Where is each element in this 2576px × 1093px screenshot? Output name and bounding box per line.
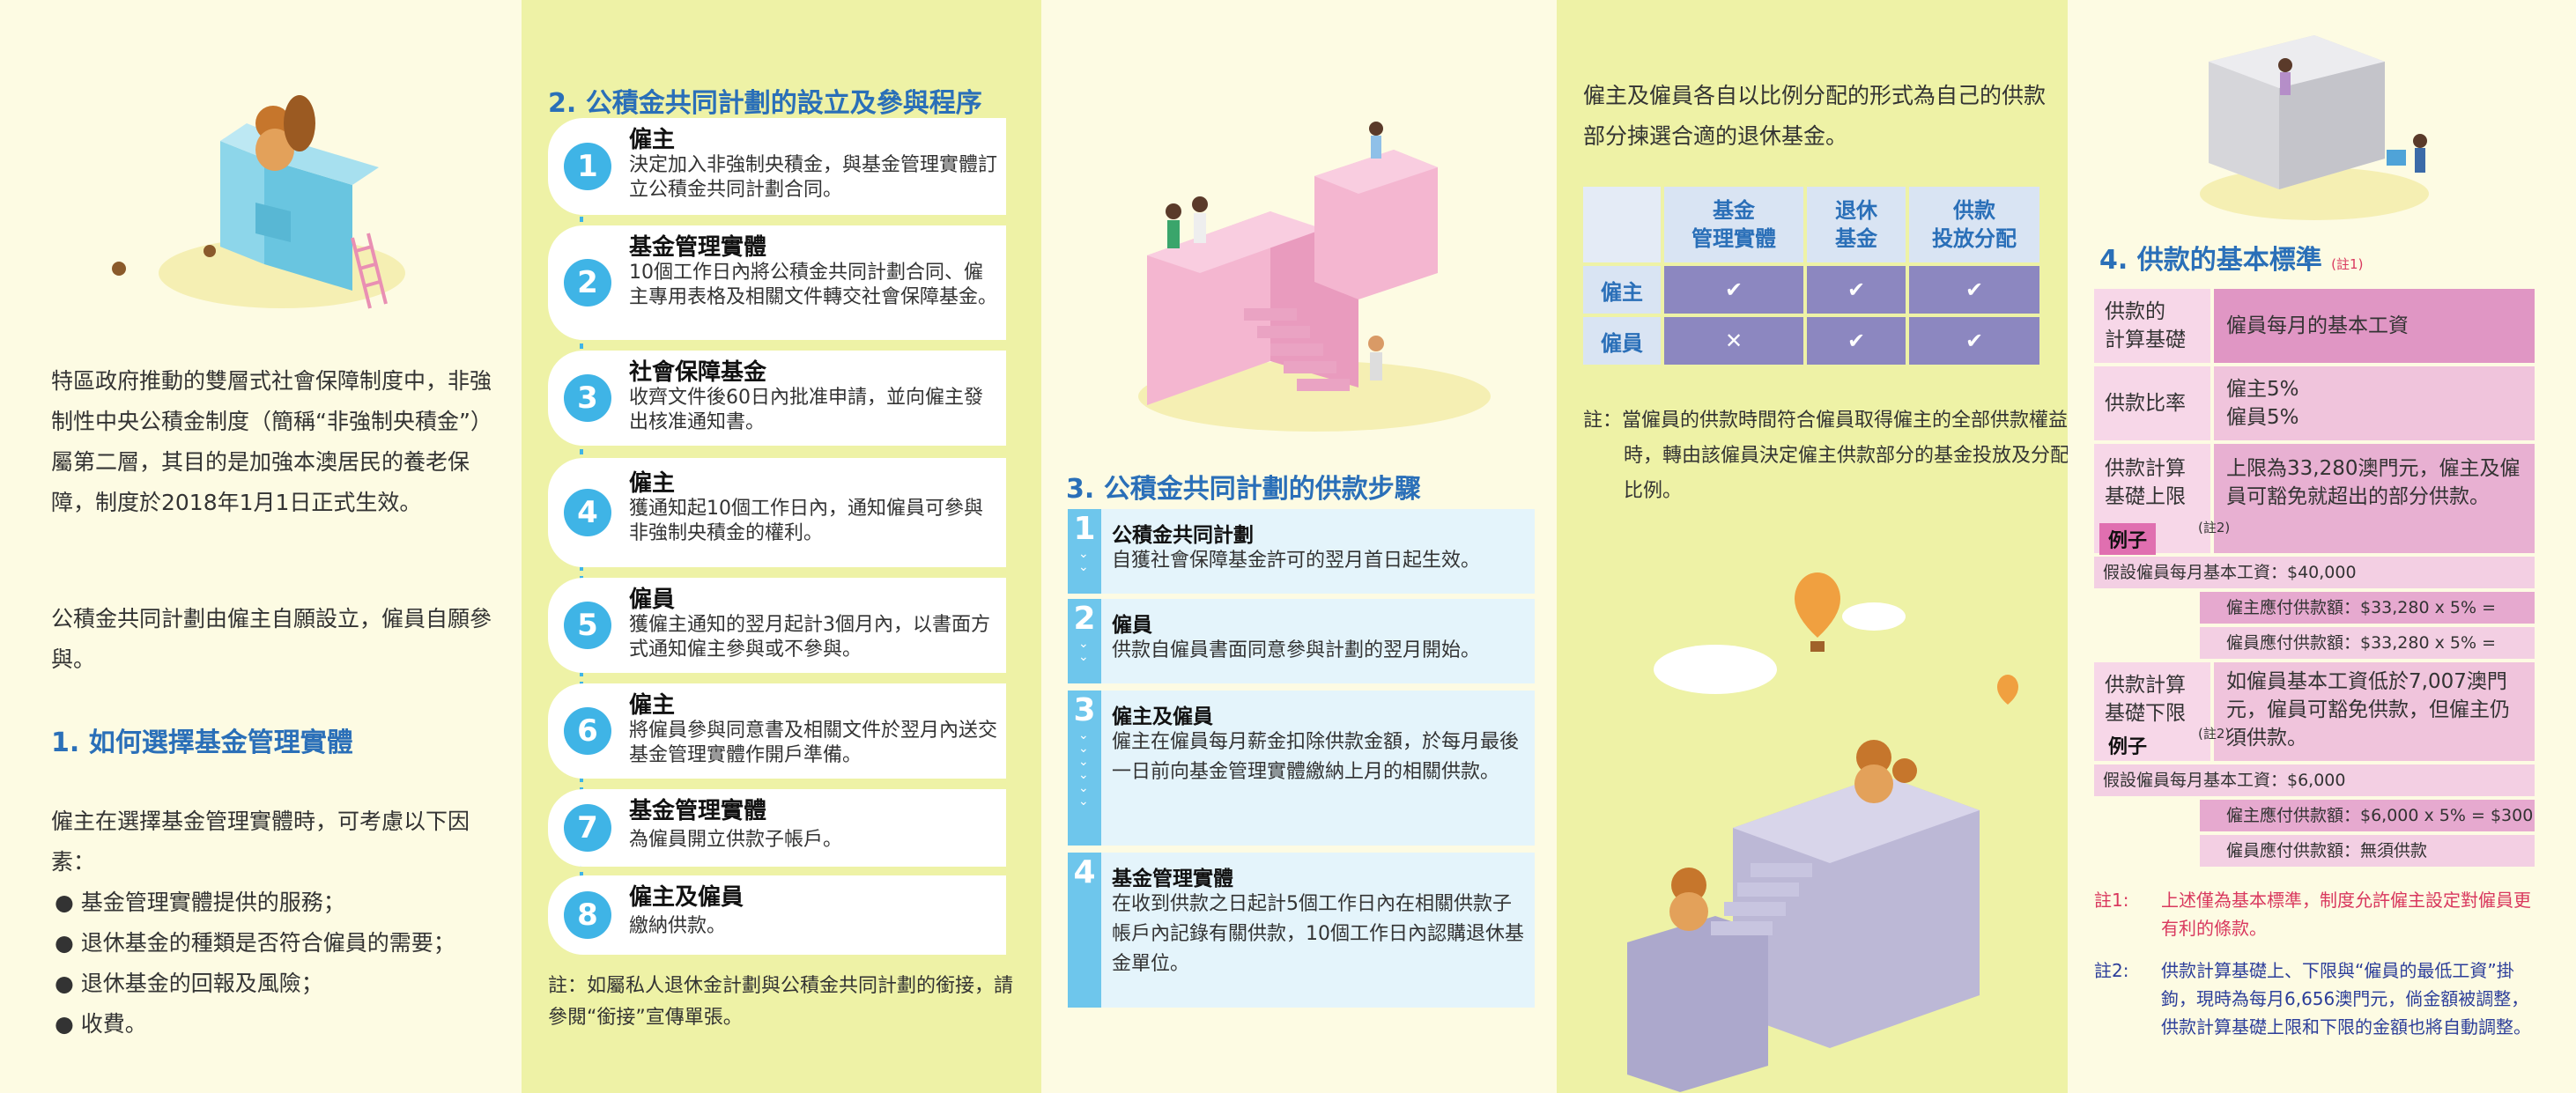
table-row: 僱主 ✔ ✔ ✔: [1583, 266, 2039, 314]
row-upper-limit: 供款計算 基礎上限 上限為33,280澳門元，僱主及僱員可豁免就超出的部分供款。: [2094, 444, 2535, 553]
check-icon: ✔: [1909, 317, 2039, 365]
list-item: ● 退休基金的回報及風險；: [55, 971, 323, 996]
fund-choice-intro: 僱主及僱員各自以比例分配的形式為自己的供款部分揀選合適的退休基金。: [1583, 83, 2047, 149]
squirrels-stairs-illustration: [1627, 572, 2018, 1092]
contribution-step: 4 基金管理實體 在收到供款之日起計5個工作日內在相關供款子帳戶內記錄有關供款，…: [1068, 853, 1535, 1008]
intro-paragraph: 特區政府推動的雙層式社會保障制度中，非強制性中央公積金制度（簡稱“非強制央積金”…: [51, 368, 492, 515]
row-basis: 供款的 計算基礎 僱員每月的基本工資: [2094, 289, 2535, 363]
intro-paragraph-2: 公積金共同計劃由僱主自願設立，僱員自願參與。: [51, 606, 492, 672]
section-4-title: 4. 供款的基本標準 (註1): [2099, 245, 2364, 276]
procedure-step: 4 僱主 獲通知起10個工作日內，通知僱員可參與非強制央積金的權利。: [548, 458, 1006, 567]
list-item: ● 收費。: [55, 1011, 147, 1037]
procedure-step: 8 僱主及僱員 繳納供款。: [548, 875, 1006, 955]
section-3-title: 3. 公積金共同計劃的供款步驟: [1066, 474, 1421, 505]
section-2-title: 2. 公積金共同計劃的設立及參與程序: [548, 88, 982, 119]
procedure-step: 1 僱主 決定加入非強制央積金，與基金管理實體訂立公積金共同計劃合同。: [548, 118, 1006, 215]
procedure-step: 6 僱主 將僱員參與同意書及相關文件於翌月內送交基金管理實體作開戶準備。: [548, 683, 1006, 779]
section-1-lead: 僱主在選擇基金管理實體時，可考慮以下因素：: [51, 809, 470, 875]
col-header-allocation: 供款 投放分配: [1909, 187, 2039, 262]
panel-fund-choice: 僱主及僱員各自以比例分配的形式為自己的供款部分揀選合適的退休基金。 基金 管理實…: [1557, 0, 2069, 1093]
pink-stairs-illustration: [1138, 122, 1491, 432]
procedure-step: 5 僱員 獲僱主通知的翌月起計3個月內，以書面方式通知僱主參與或不參與。: [548, 578, 1006, 673]
row-lower-limit: 供款計算 基礎下限 如僱員基本工資低於7,007澳門元，僱員可豁免供款，但僱主仍…: [2094, 662, 2535, 761]
procedure-note: 註：如屬私人退休金計劃與公積金共同計劃的銜接，請參閱“銜接”宣傳單張。: [548, 975, 1014, 1029]
col-header-retirement-fund: 退休 基金: [1807, 187, 1906, 262]
procedure-step: 7 基金管理實體 為僱員開立供款子帳戶。: [548, 789, 1006, 867]
check-icon: ✔: [1909, 266, 2039, 314]
note-1: 上述僅為基本標準，制度允許僱主設定對僱員更有利的條款。: [2161, 890, 2531, 939]
check-icon: ✔: [1664, 266, 1803, 314]
note-2: 供款計算基礎上、下限與“僱員的最低工資”掛鉤，現時為每月6,656澳門元，倘金額…: [2161, 960, 2531, 1038]
col-header-fund-manager: 基金 管理實體: [1664, 187, 1803, 262]
procedure-step: 2 基金管理實體 10個工作日內將公積金共同計劃合同、僱主專用表格及相關文件轉交…: [548, 225, 1006, 340]
example-tag: 例子: [2108, 736, 2148, 758]
contribution-step: 2 ⌄⌄ 僱員 供款自僱員書面同意參與計劃的翌月開始。: [1068, 599, 1535, 683]
fund-choice-note: 註：當僱員的供款時間符合僱員取得僱主的全部供款權益時，轉由該僱員決定僱主供款部分…: [1583, 410, 2070, 502]
factor-list: ● 基金管理實體提供的服務； ● 退休基金的種類是否符合僱員的需要； ● 退休基…: [55, 883, 513, 1045]
example-tag: 例子: [2099, 523, 2157, 555]
list-item: ● 基金管理實體提供的服務；: [55, 890, 345, 915]
note-1-tag: 註1:: [2094, 890, 2129, 911]
check-icon: ✔: [1807, 266, 1906, 314]
list-item: ● 退休基金的種類是否符合僱員的需要；: [55, 930, 455, 956]
panel-intro: 特區政府推動的雙層式社會保障制度中，非強制性中央公積金制度（簡稱“非強制央積金”…: [0, 0, 522, 1093]
section-1-title: 1. 如何選擇基金管理實體: [51, 727, 353, 758]
squirrel-cube-illustration: [112, 95, 405, 309]
fund-choice-table: 基金 管理實體 退休 基金 供款 投放分配 僱主 ✔ ✔ ✔ 僱員 ✕ ✔ ✔: [1580, 183, 2043, 368]
contribution-step: 1 ⌄⌄ 公積金共同計劃 自獲社會保障基金許可的翌月首日起生效。: [1068, 509, 1535, 594]
cross-icon: ✕: [1664, 317, 1803, 365]
check-icon: ✔: [1807, 317, 1906, 365]
panel-contribution-steps: 3. 公積金共同計劃的供款步驟 1 ⌄⌄ 公積金共同計劃 自獲社會保障基金許可的…: [1041, 0, 1557, 1093]
row-rate: 供款比率 僱主5% 僱員5%: [2094, 366, 2535, 440]
note-2-tag: 註2:: [2094, 960, 2129, 981]
procedure-step: 3 社會保障基金 收齊文件後60日內批准申請，並向僱主發出核准通知書。: [548, 351, 1006, 446]
panel-standards: 4. 供款的基本標準 (註1) 供款的 計算基礎 僱員每月的基本工資 供款比率 …: [2068, 0, 2576, 1093]
panel-procedure: 2. 公積金共同計劃的設立及參與程序 1 僱主 決定加入非強制央積金，與基金管理…: [522, 0, 1041, 1093]
table-row: 僱員 ✕ ✔ ✔: [1583, 317, 2039, 365]
cube-people-illustration: [2200, 35, 2429, 220]
contribution-step: 3 ⌄⌄⌄⌄⌄⌄ 僱主及僱員 僱主在僱員每月薪金扣除供款金額，於每月最後一日前向…: [1068, 691, 1535, 846]
